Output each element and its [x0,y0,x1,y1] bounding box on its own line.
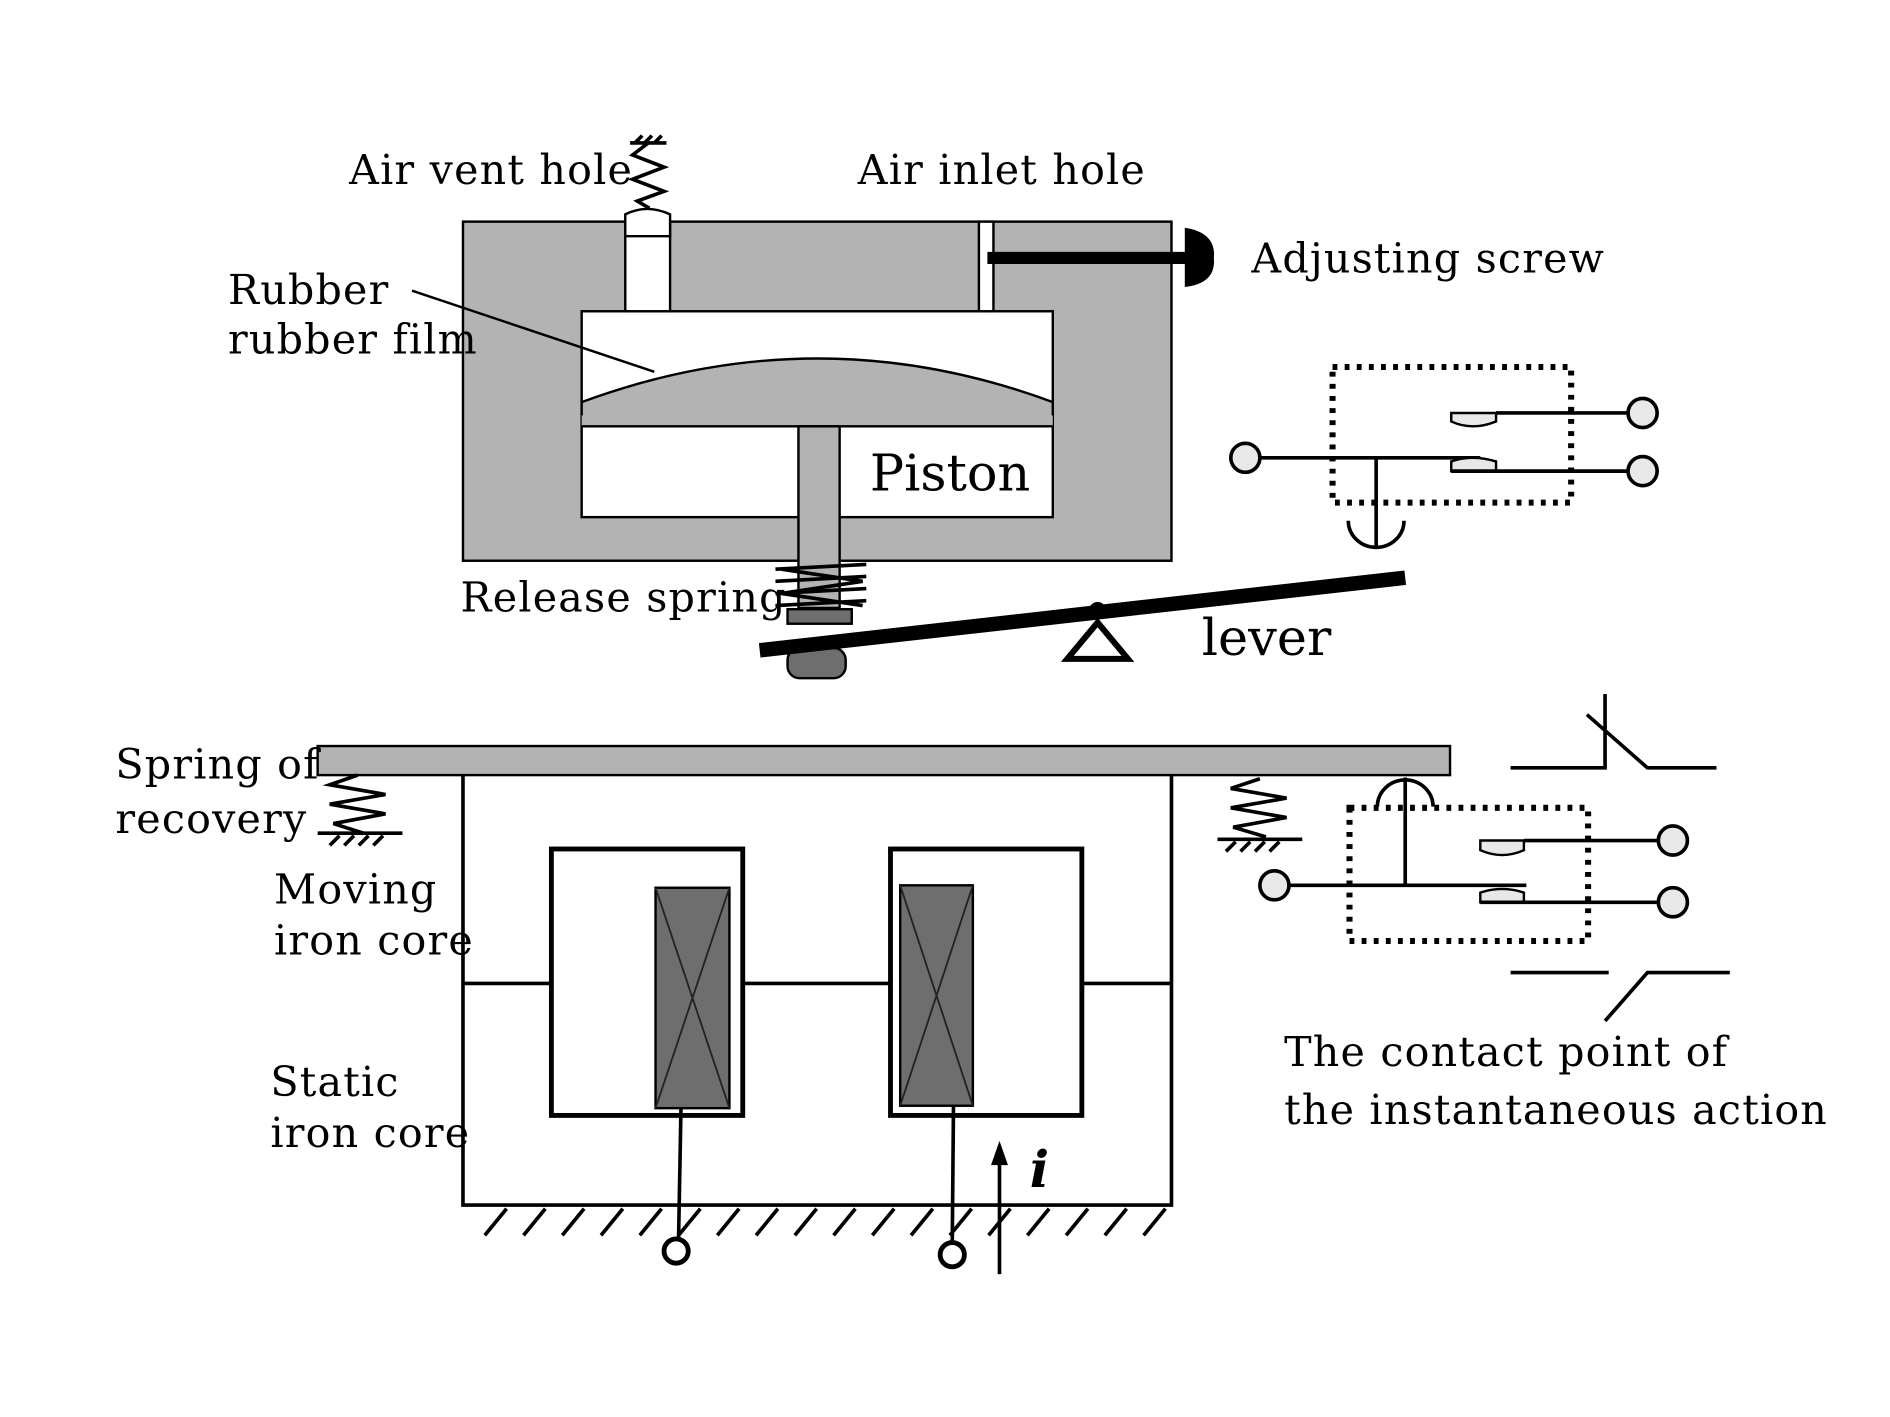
coil [654,886,731,1110]
terminal [1656,885,1690,919]
rubber-film-leader [411,289,655,373]
no-contact-symbol [1510,970,1730,1023]
terminal [1229,441,1262,475]
terminal [1656,824,1690,857]
label-instantaneous-action: the instantaneous action [1284,1086,1828,1134]
label-spring-of: Spring of [115,741,321,789]
label-piston: Piston [870,444,1030,503]
label-moving-iron-core: iron core [274,916,474,964]
electromagnet [461,775,1174,1275]
label-adjusting-screw: Adjusting screw [1250,235,1605,283]
current-arrow-icon [991,1140,1008,1275]
label-release-spring: Release spring [461,574,787,622]
label-air-inlet-hole: Air inlet hole [857,146,1146,194]
coil-terminal [661,1236,691,1266]
release-spring [775,562,867,680]
air-chamber-housing [461,134,1173,610]
label-recovery: recovery [115,795,307,843]
vent-spring [627,141,670,210]
label-rubber: Rubber [228,266,389,314]
label-moving: Moving [274,865,437,913]
label-air-vent-hole: Air vent hole [348,146,633,194]
terminal [1626,396,1659,430]
label-rubber-film: rubber film [228,316,478,364]
label-lever: lever [1202,608,1332,667]
label-contact-point: The contact point of [1284,1028,1730,1076]
delayed-contact-assembly [1229,363,1659,550]
fulcrum-icon [1060,601,1135,662]
nc-contact-symbol [1510,693,1717,770]
label-current: i [1030,1139,1049,1199]
lever [758,570,1407,658]
armature-bar [316,744,1452,777]
inlet-hole [977,220,995,313]
recovery-spring [1217,777,1303,853]
coil [898,884,975,1107]
instantaneous-contact-assembly [1258,777,1690,945]
adjusting-screw-knob [1184,227,1215,288]
recovery-spring [317,773,403,847]
coil-terminal [937,1240,967,1270]
rubber-film [580,357,1054,428]
terminal [1626,454,1659,488]
terminal [1258,868,1291,902]
label-static: Static [270,1058,399,1106]
label-static-iron-core: iron core [270,1109,470,1157]
